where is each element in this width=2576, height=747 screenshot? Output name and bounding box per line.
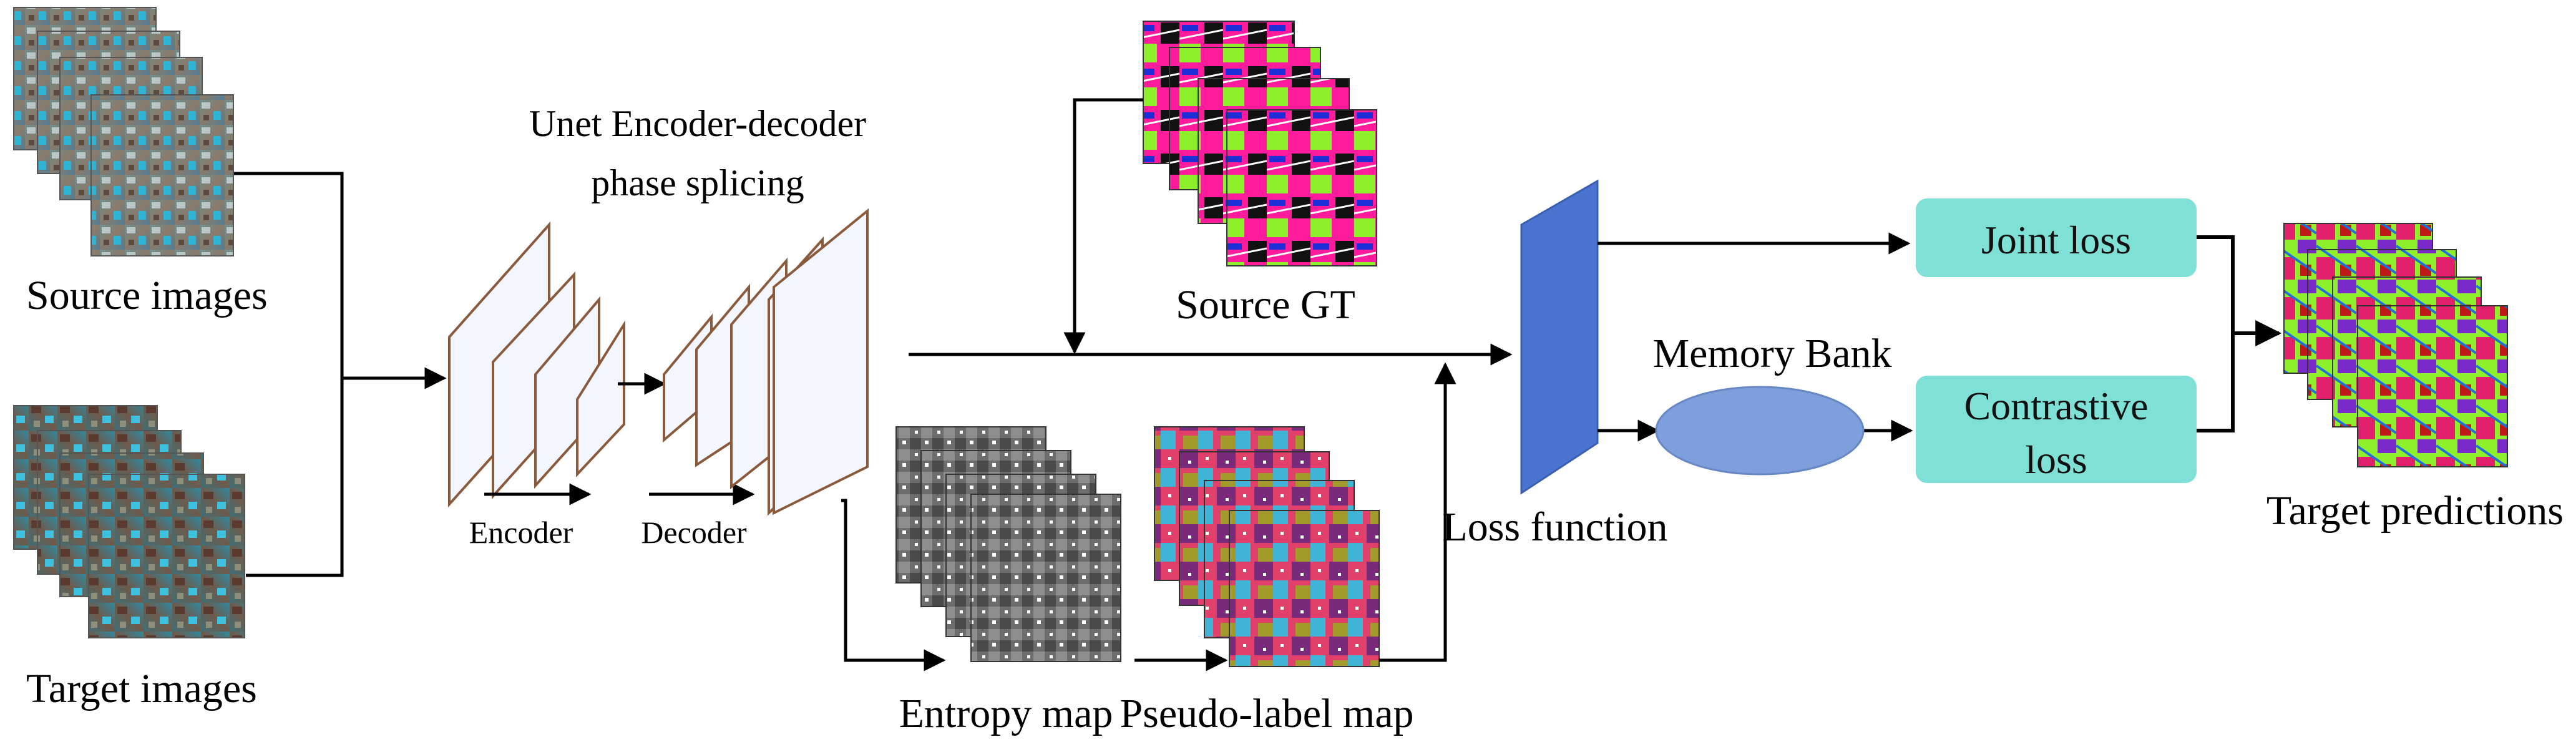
source-gt-label: Source GT bbox=[1176, 282, 1355, 328]
joint-loss-box bbox=[1916, 198, 2197, 277]
pseudo-to-loss-arrow bbox=[1379, 362, 1456, 662]
contrastive-loss-label-line1: Contrastive bbox=[1964, 384, 2148, 428]
target-images-label: Target images bbox=[26, 666, 257, 711]
source-image-stack bbox=[13, 7, 234, 256]
target-image-stack bbox=[13, 405, 245, 638]
decoder-block bbox=[663, 208, 869, 516]
loss-function-block bbox=[1520, 179, 1599, 495]
loss-branch-arrows bbox=[1598, 232, 1913, 442]
loss-merge-connector bbox=[2197, 235, 2282, 432]
contrastive-loss-box bbox=[1916, 376, 2197, 483]
unet-title-line1: Unet Encoder-decoder bbox=[529, 103, 866, 144]
memory-bank-label: Memory Bank bbox=[1652, 331, 1891, 376]
pseudo-label-map-label: Pseudo-label map bbox=[1120, 691, 1413, 736]
memory-bank-ellipse bbox=[1655, 386, 1865, 476]
source-gt-stack bbox=[1143, 21, 1377, 266]
source-images-label: Source images bbox=[26, 273, 268, 318]
target-predictions-label: Target predictions bbox=[2266, 488, 2564, 534]
target-predictions-stack bbox=[2283, 223, 2508, 467]
unet-title-line2: phase splicing bbox=[591, 162, 804, 203]
encoder-block bbox=[448, 221, 625, 508]
contrastive-loss-label-line2: loss bbox=[2025, 437, 2087, 482]
decoder-label: Decoder bbox=[641, 515, 747, 550]
encoder-decoder-arrows bbox=[484, 373, 755, 505]
source-gt-arrow bbox=[1063, 98, 1143, 354]
feature-to-loss-arrow bbox=[841, 343, 1513, 671]
encoder-label: Encoder bbox=[469, 515, 573, 550]
entropy-map-label: Entropy map bbox=[899, 691, 1113, 736]
image-merge-connector bbox=[234, 172, 447, 577]
loss-function-label: Loss function bbox=[1442, 504, 1667, 550]
pseudo-label-map-stack bbox=[1154, 426, 1380, 667]
entropy-map-stack bbox=[895, 426, 1121, 662]
joint-loss-label: Joint loss bbox=[1981, 218, 2131, 262]
